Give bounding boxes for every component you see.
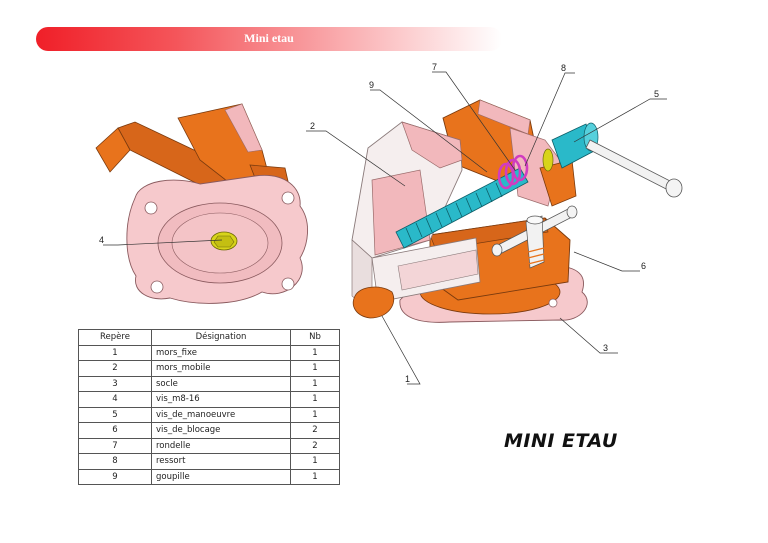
cell-ref: 2 [78,360,152,377]
cell-name: vis_de_blocage [151,422,291,439]
drawing-title: MINI ETAU [504,430,618,452]
cell-ref: 1 [78,344,152,361]
cell-name: mors_fixe [151,344,291,361]
callout-3: 3 [603,343,608,353]
cell-ref: 5 [78,406,152,423]
callout-6: 6 [641,261,646,271]
cell-qty: 1 [290,344,340,361]
cell-ref: 7 [78,437,152,454]
header-designation: Désignation [151,329,291,346]
cell-name: mors_mobile [151,360,291,377]
cell-qty: 1 [290,391,340,408]
cell-ref: 6 [78,422,152,439]
callout-8: 8 [561,63,566,73]
title-banner: Mini etau [36,27,502,51]
callout-4: 4 [99,235,104,245]
cell-ref: 9 [78,468,152,485]
cell-qty: 2 [290,437,340,454]
cell-name: goupille [151,468,291,485]
cell-name: socle [151,375,291,392]
cell-name: vis_m8-16 [151,391,291,408]
vise-underside-view [95,103,308,304]
callout-7: 7 [432,62,437,72]
cell-qty: 1 [290,375,340,392]
vise-section-view [351,99,683,323]
callout-9: 9 [369,80,374,90]
cell-name: vis_de_manoeuvre [151,406,291,423]
callout-1: 1 [405,374,410,384]
callout-5: 5 [654,89,659,99]
header-nb: Nb [290,329,340,346]
table-header-row: Repère Désignation Nb [78,329,340,346]
cell-qty: 1 [290,468,340,485]
cell-ref: 4 [78,391,152,408]
callout-leaders [103,71,667,385]
cell-qty: 1 [290,453,340,470]
cell-ref: 8 [78,453,152,470]
cell-qty: 1 [290,406,340,423]
header-repere: Repère [78,329,152,346]
cell-qty: 2 [290,422,340,439]
banner-title: Mini etau [244,31,294,45]
cell-qty: 1 [290,360,340,377]
callout-labels: 1 2 3 4 5 6 7 8 9 [99,62,659,384]
cell-name: ressort [151,453,291,470]
callout-2: 2 [310,121,315,131]
cell-ref: 3 [78,375,152,392]
cell-name: rondelle [151,437,291,454]
